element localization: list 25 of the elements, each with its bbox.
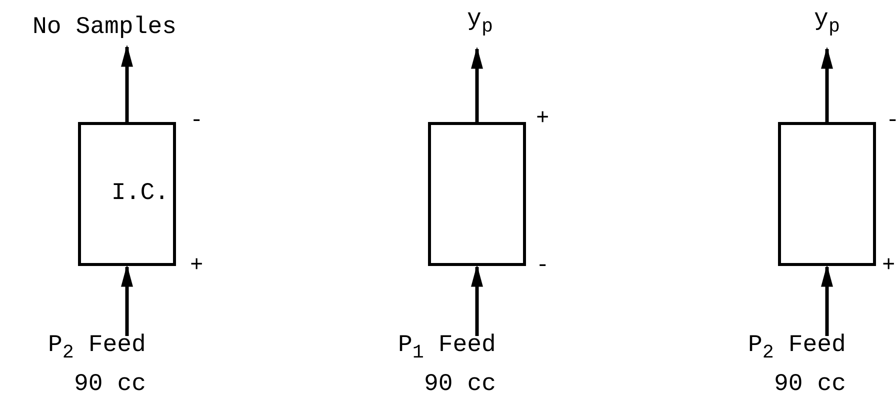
arrow: [471, 266, 483, 336]
process-box: [428, 122, 526, 266]
arrow: [821, 266, 833, 336]
volume-label: 90 cc: [74, 372, 146, 397]
output-label: No Samples: [32, 16, 177, 40]
feed-label: P$_{1}$ Feed: [398, 334, 496, 363]
polarity-sign: +: [190, 255, 204, 277]
polarity-sign: +: [536, 108, 550, 130]
polarity-sign: -: [190, 110, 204, 132]
arrow: [471, 48, 483, 124]
box-label: I.C.: [111, 182, 169, 206]
arrow: [821, 48, 833, 124]
feed-label: P$_{2}$ Feed: [748, 334, 846, 363]
feed-label: P$_{2}$ Feed: [48, 334, 146, 363]
polarity-sign: -: [886, 110, 896, 132]
arrow: [121, 46, 133, 124]
polarity-sign: +: [882, 255, 896, 277]
output-label: y$_{p}$: [467, 8, 493, 37]
volume-label: 90 cc: [774, 372, 846, 397]
process-box: [78, 122, 176, 266]
arrow: [121, 266, 133, 336]
output-label: y$_{p}$: [814, 8, 840, 37]
volume-label: 90 cc: [424, 372, 496, 397]
process-box: [778, 122, 876, 266]
polarity-sign: -: [536, 255, 550, 277]
